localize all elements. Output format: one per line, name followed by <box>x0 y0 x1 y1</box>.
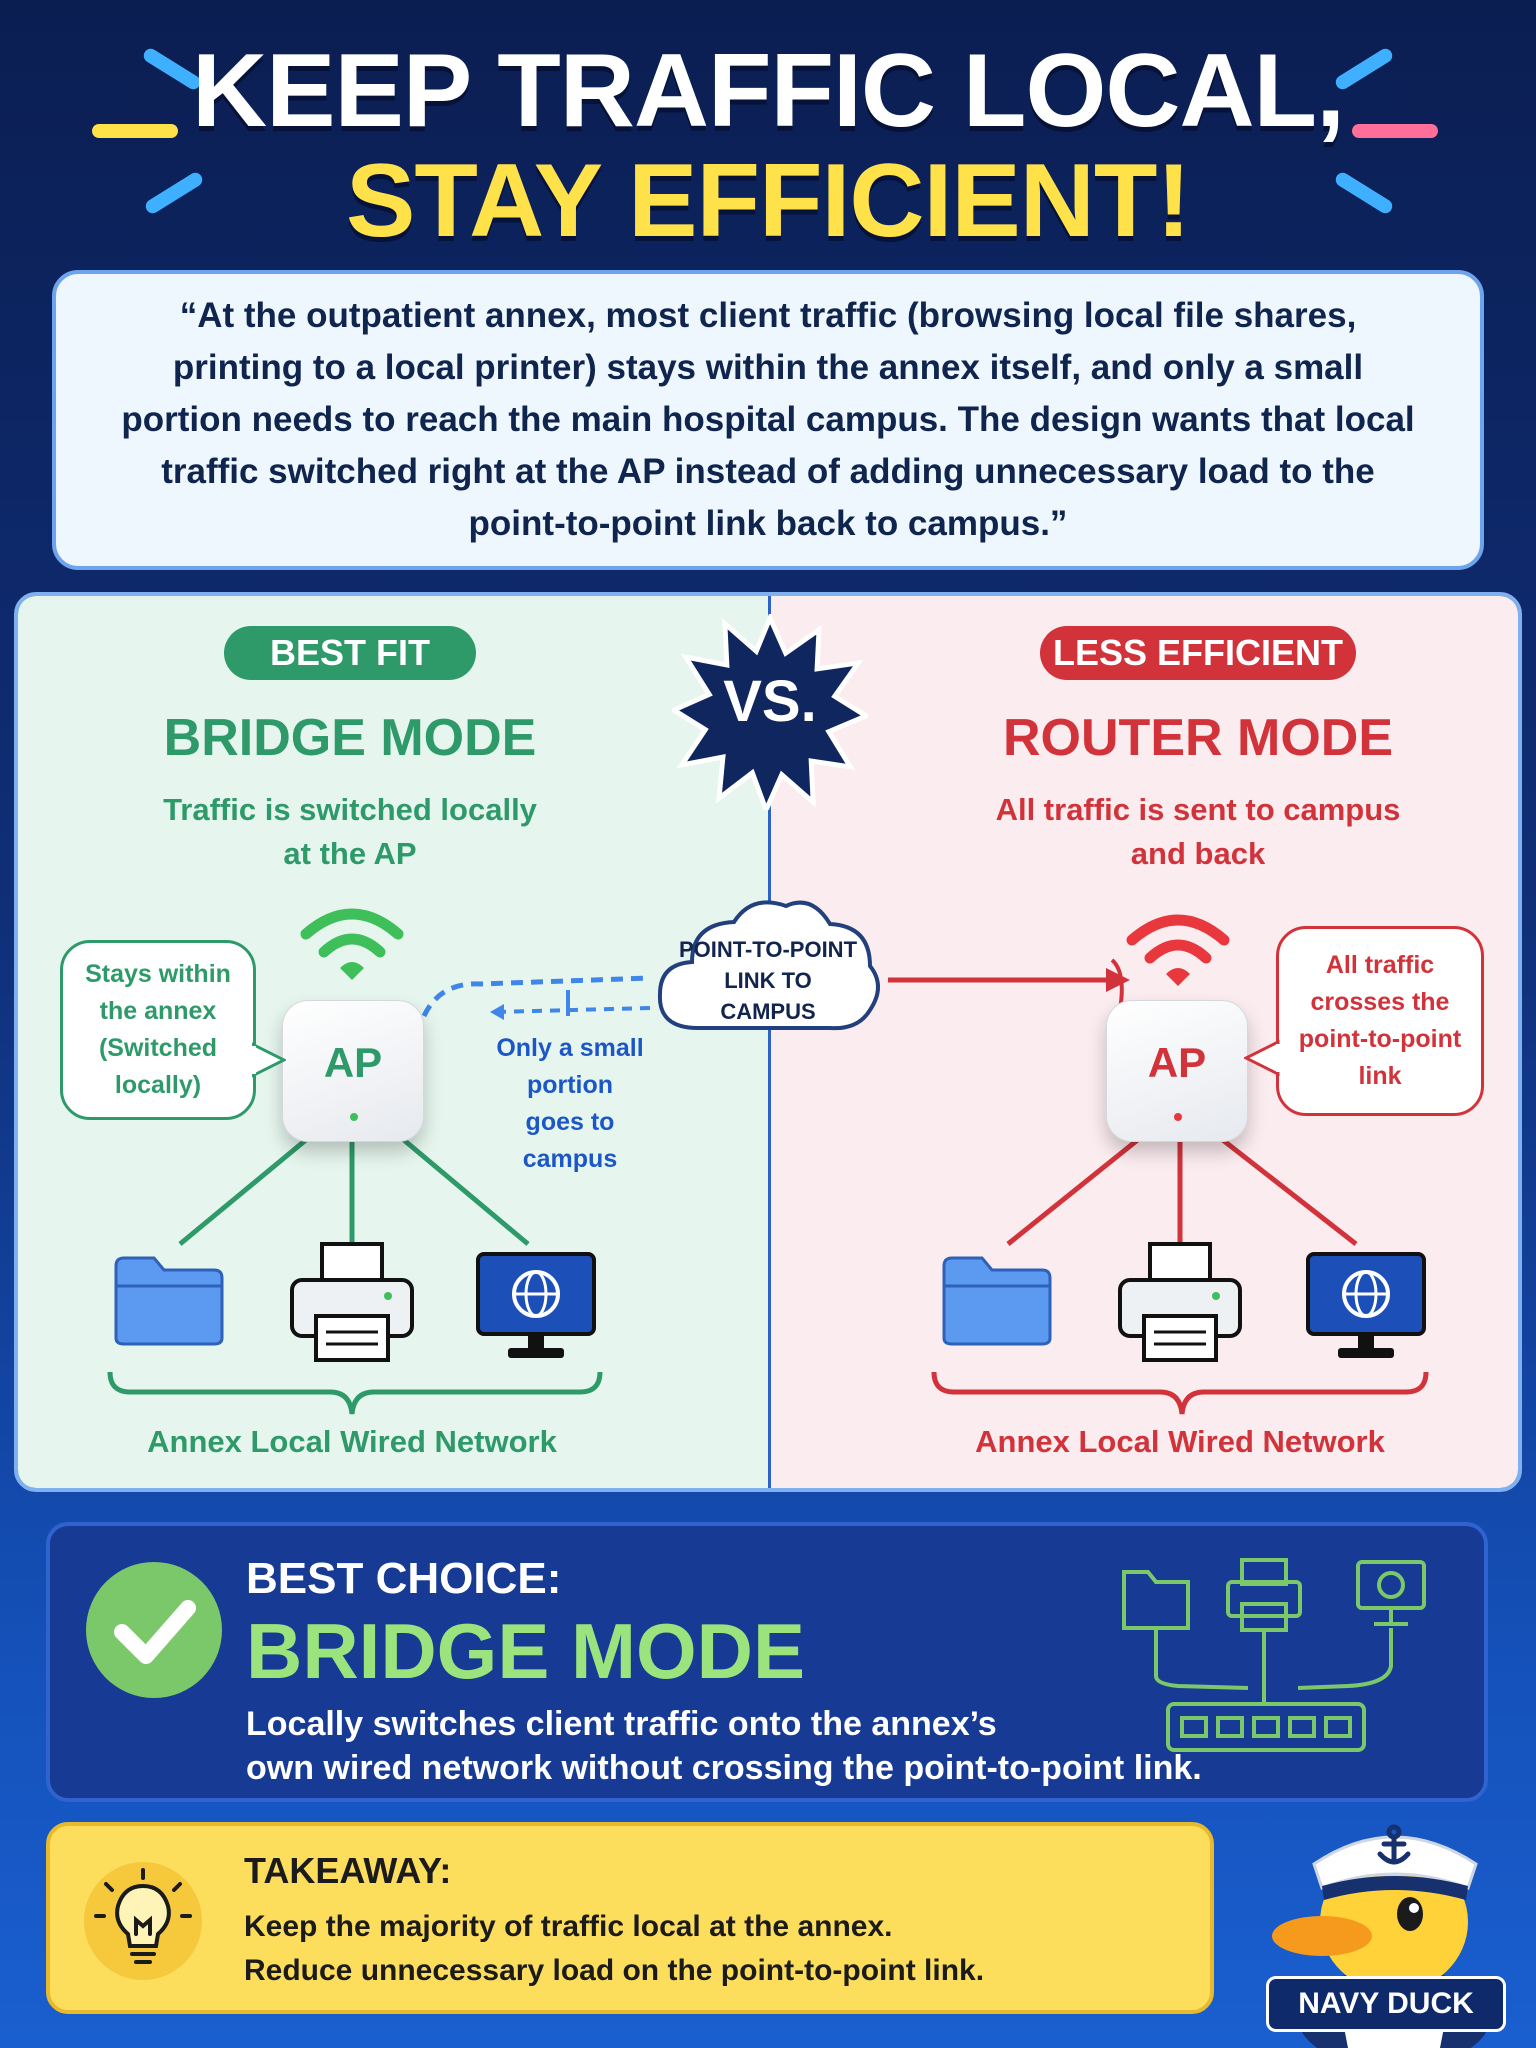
best-choice-heading: BEST CHOICE: <box>246 1554 562 1603</box>
router-mode-subtitle-line2: and back <box>1130 836 1266 871</box>
printer-icon <box>1118 1242 1242 1362</box>
bridge-mode-title: BRIDGE MODE <box>163 709 537 767</box>
ap-label: AP <box>1147 1039 1207 1086</box>
cloud-label-line: LINK TO <box>724 968 812 993</box>
best-choice-box: BEST CHOICE: BRIDGE MODE Locally switche… <box>46 1522 1488 1802</box>
switch-icon <box>1122 1558 1426 1752</box>
mascot-label: NAVY DUCK <box>1266 1976 1506 2032</box>
note-line: goes to <box>525 1108 615 1136</box>
callout-line: (Switched <box>98 1034 218 1062</box>
note-line: portion <box>526 1071 614 1099</box>
ap-status-led <box>1174 1113 1182 1121</box>
best-choice-description: Locally switches client traffic onto the… <box>246 1702 1296 1790</box>
ap-label: AP <box>323 1039 383 1086</box>
callout-line: locally) <box>114 1071 202 1099</box>
page-title-line2: STAY EFFICIENT! <box>345 143 1191 259</box>
callout-tail <box>252 1042 286 1078</box>
folder-icon <box>114 1256 224 1346</box>
cloud-label-line: POINT-TO-POINT <box>678 937 858 962</box>
printer-icon <box>290 1242 414 1362</box>
best-choice-mode: BRIDGE MODE <box>246 1607 806 1695</box>
bridge-mode-subtitle-line2: at the AP <box>283 836 417 871</box>
description-line: own wired network without crossing the p… <box>246 1749 1202 1787</box>
page-title-line1: KEEP TRAFFIC LOCAL, <box>192 33 1345 149</box>
scenario-quote-box: “At the outpatient annex, most client tr… <box>52 270 1484 570</box>
wifi-icon <box>1126 914 1230 986</box>
takeaway-box: TAKEAWAY: Keep the majority of traffic l… <box>46 1822 1214 2014</box>
panel-divider <box>768 596 771 1488</box>
vs-starburst-icon <box>672 614 868 810</box>
wifi-icon <box>300 908 404 980</box>
vs-label: VS. <box>723 669 817 734</box>
callout-line: point-to-point <box>1298 1025 1462 1053</box>
callout-line: crosses the <box>1310 988 1450 1016</box>
access-point-router: AP <box>1106 1000 1248 1142</box>
note-line: Only a small <box>496 1034 644 1062</box>
check-icon <box>86 1562 222 1698</box>
best-fit-badge: BEST FIT <box>224 626 476 680</box>
anchor-icon <box>1377 1824 1411 1865</box>
cloud-icon <box>657 900 880 1031</box>
bridge-callout: Stays within the annex (Switched locally… <box>60 940 256 1120</box>
cloud-label-line: CAMPUS <box>720 999 816 1024</box>
bridge-mode-subtitle-line1: Traffic is switched locally <box>163 792 537 827</box>
takeaway-heading: TAKEAWAY: <box>244 1850 452 1891</box>
router-mode-subtitle-line1: All traffic is sent to campus <box>995 792 1401 827</box>
less-efficient-badge: LESS EFFICIENT <box>1040 626 1356 680</box>
scenario-quote-text: “At the outpatient annex, most client tr… <box>121 296 1415 543</box>
small-portion-note: Only a small portion goes to campus <box>470 1030 670 1178</box>
folder-icon <box>942 1256 1052 1346</box>
callout-line: All traffic <box>1325 951 1435 979</box>
router-network-label: Annex Local Wired Network <box>975 1424 1385 1459</box>
lightbulb-icon <box>84 1862 202 1980</box>
takeaway-line1: Keep the majority of traffic local at th… <box>244 1910 893 1943</box>
description-line: Locally switches client traffic onto the… <box>246 1705 997 1743</box>
decor-spark <box>1352 124 1438 138</box>
callout-tail <box>1244 1039 1280 1077</box>
router-callout: All traffic crosses the point-to-point l… <box>1276 926 1484 1116</box>
globe-monitor-icon <box>476 1252 596 1358</box>
globe-monitor-icon <box>1306 1252 1426 1358</box>
cloud-label: POINT-TO-POINT LINK TO CAMPUS <box>660 934 876 1027</box>
router-mode-title: ROUTER MODE <box>1003 709 1393 767</box>
note-line: campus <box>522 1145 618 1173</box>
bridge-network-label: Annex Local Wired Network <box>147 1424 557 1459</box>
callout-line: Stays within <box>85 960 231 988</box>
takeaway-line2: Reduce unnecessary load on the point-to-… <box>244 1954 985 1987</box>
access-point-bridge: AP <box>282 1000 424 1142</box>
callout-line: link <box>1358 1062 1402 1090</box>
ap-status-led <box>350 1113 358 1121</box>
callout-line: the annex <box>99 997 217 1025</box>
decor-spark <box>92 124 178 138</box>
